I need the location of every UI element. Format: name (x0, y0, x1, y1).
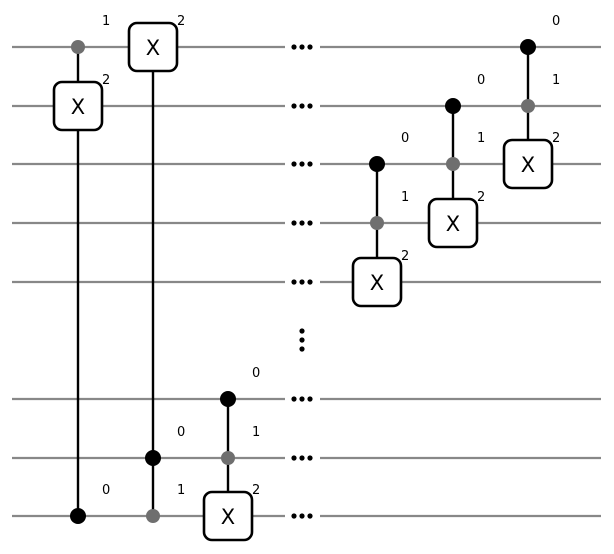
controlled-x-gate: 0 1X 2 (351, 131, 409, 308)
target-index-label: 2 (252, 483, 260, 498)
ellipsis-dot (299, 328, 305, 334)
controlled-x-gate: 0 1X 2 (502, 14, 560, 190)
x-gate-label: X (71, 95, 85, 119)
control-dot-primary (220, 391, 236, 407)
controlled-x-gate: 0 1X 2 (202, 366, 260, 542)
ellipsis-dot (307, 396, 313, 402)
ellipsis-dot (307, 455, 313, 461)
x-gate-label: X (221, 505, 235, 529)
control-dot-secondary (146, 509, 160, 523)
x-gate-box (202, 490, 254, 542)
controlled-x-gate: 0 1X 2 (427, 73, 485, 249)
horizontal-ellipsis (291, 103, 313, 109)
ellipsis-dot (299, 279, 305, 285)
target-index-label: 2 (401, 249, 409, 264)
x-gate-box (502, 138, 554, 190)
control-index-label: 0 (252, 366, 260, 381)
ellipsis-dot (307, 44, 313, 50)
horizontal-ellipsis (291, 161, 313, 167)
control-dot-secondary (221, 451, 235, 465)
control-index-label: 0 (477, 73, 485, 88)
target-index-label: 2 (177, 14, 185, 29)
control-dot-primary (369, 156, 385, 172)
control-index-label: 1 (102, 14, 110, 29)
horizontal-ellipsis (291, 220, 313, 226)
horizontal-ellipsis (291, 455, 313, 461)
control-dot-secondary (71, 40, 85, 54)
ellipsis-dot (291, 161, 297, 167)
control-dot-primary (520, 39, 536, 55)
ellipsis-dot (307, 513, 313, 519)
ellipsis-dot (291, 455, 297, 461)
x-gate-label: X (521, 153, 535, 177)
ellipsis-dot (299, 103, 305, 109)
ellipsis-dot (299, 220, 305, 226)
control-dot-primary (70, 508, 86, 524)
ellipsis-dot (291, 396, 297, 402)
control-index-label: 1 (477, 131, 485, 146)
x-gate-label: X (446, 212, 460, 236)
ellipsis-dot (291, 220, 297, 226)
vertical-ellipsis (299, 328, 305, 352)
horizontal-ellipsis (291, 279, 313, 285)
ellipsis-dot (307, 161, 313, 167)
control-dot-secondary (370, 216, 384, 230)
x-gate-label: X (370, 271, 384, 295)
ellipsis-dot (299, 44, 305, 50)
control-dot-secondary (521, 99, 535, 113)
control-index-label: 1 (401, 190, 409, 205)
ellipsis-dot (299, 337, 305, 343)
control-dot-primary (445, 98, 461, 114)
x-gate-box (351, 256, 403, 308)
target-index-label: 2 (477, 190, 485, 205)
ellipsis-dot (291, 103, 297, 109)
ellipsis-dot (299, 455, 305, 461)
ellipsis-dot (299, 161, 305, 167)
ellipsis-dot (291, 513, 297, 519)
ellipsis-dot (307, 103, 313, 109)
ellipsis-dot (307, 220, 313, 226)
x-gate-box (52, 80, 104, 132)
ellipsis-dot (299, 396, 305, 402)
control-dot-primary (145, 450, 161, 466)
x-gate-box (427, 197, 479, 249)
target-index-label: 2 (552, 131, 560, 146)
control-index-label: 0 (552, 14, 560, 29)
control-index-label: 0 (102, 483, 110, 498)
control-index-label: 1 (177, 483, 185, 498)
controlled-x-gate: 1 0 X 2 (52, 14, 110, 524)
horizontal-ellipsis (291, 513, 313, 519)
continuation-ellipses (291, 44, 313, 519)
ellipsis-dot (299, 346, 305, 352)
control-index-label: 0 (401, 131, 409, 146)
ellipsis-dot (291, 44, 297, 50)
ellipsis-dot (291, 279, 297, 285)
x-gate-box (127, 21, 179, 73)
ellipsis-dot (299, 513, 305, 519)
x-gate-label: X (146, 36, 160, 60)
control-index-label: 0 (177, 425, 185, 440)
control-index-label: 1 (552, 73, 560, 88)
horizontal-ellipsis (291, 396, 313, 402)
target-index-label: 2 (102, 73, 110, 88)
ellipsis-dot (307, 279, 313, 285)
horizontal-ellipsis (291, 44, 313, 50)
controlled-x-gate: 0 1 X 2 (127, 14, 185, 523)
control-index-label: 1 (252, 425, 260, 440)
control-dot-secondary (446, 157, 460, 171)
